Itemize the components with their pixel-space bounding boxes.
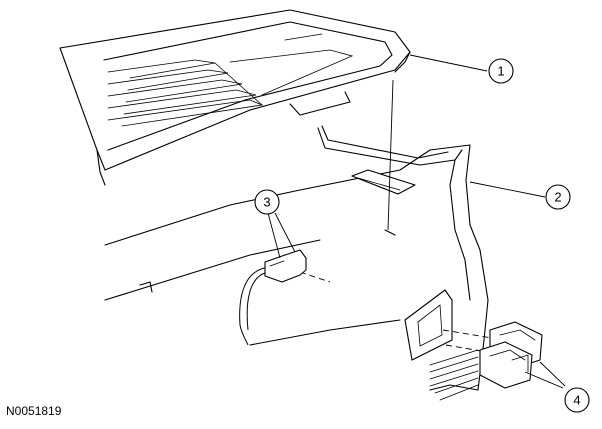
storage-tray — [59, 9, 411, 186]
callout-4: 4 — [564, 387, 590, 413]
callout-label: 1 — [497, 64, 504, 79]
switch-assemblies — [479, 321, 543, 389]
callout-label: 4 — [573, 393, 580, 408]
callout-1: 1 — [488, 58, 514, 84]
electrical-connector — [239, 249, 307, 346]
side-trim-panel — [104, 125, 489, 401]
figure-id-label: N0051819 — [6, 404, 62, 418]
callout-label: 2 — [554, 190, 561, 205]
callout-3: 3 — [254, 189, 280, 215]
callout-label: 3 — [263, 195, 270, 210]
callout-2: 2 — [545, 184, 571, 210]
alignment-lines — [299, 79, 493, 353]
leader-lines — [267, 54, 566, 389]
